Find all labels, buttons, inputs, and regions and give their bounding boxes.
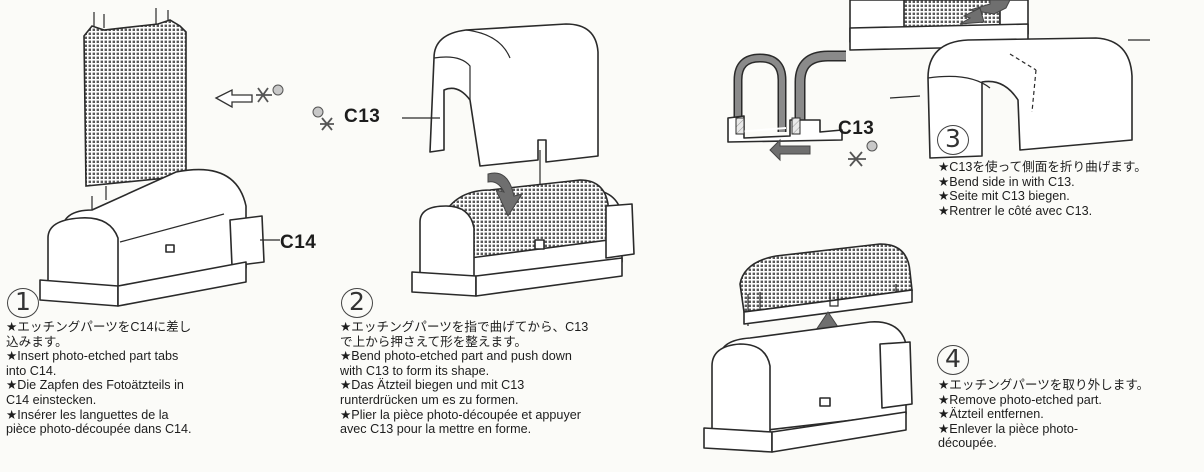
tweezers-icon-3	[848, 140, 878, 167]
step1-line: 込みます。	[6, 334, 68, 349]
step-number-2: 2	[341, 287, 373, 318]
label-c13-step3: C13	[838, 118, 875, 139]
step1-line: ★Die Zapfen des Fotoätzteils in	[6, 378, 184, 393]
step2-line: ★Das Ätzteil biegen und mit C13	[340, 378, 525, 393]
step2-line: avec C13 pour la mettre en forme.	[340, 422, 532, 437]
base-with-mesh	[411, 179, 635, 297]
step4-illustration	[703, 243, 913, 453]
step3-illustration	[727, 0, 1150, 167]
step4-line: ★Remove photo-etched part.	[938, 392, 1102, 407]
tweezers-icon-2	[312, 106, 334, 131]
step2-illustration	[312, 23, 635, 297]
step1-line: pièce photo-découpée dans C14.	[6, 422, 192, 437]
step2-line: ★Bend photo-etched part and push down	[340, 349, 572, 364]
step1-line: ★エッチングパーツをC14に差し	[6, 320, 192, 334]
step1-illustration: V V	[39, 8, 284, 307]
label-c13-step2: C13	[344, 106, 381, 127]
step2-line: runterdrücken um es zu formen.	[340, 392, 519, 407]
step3-line: ★C13を使って側面を折り曲げます。	[938, 160, 1147, 174]
part-c13-shell	[927, 37, 1150, 159]
photo-etched-sheet	[83, 8, 187, 200]
step-number-1: 1	[7, 287, 39, 318]
step3-line: ★Rentrer le côté avec C13.	[938, 203, 1093, 218]
step4-line: découpée.	[938, 436, 997, 451]
step1-line: C14 einstecken.	[6, 392, 97, 407]
step4-line: ★Enlever la pièce photo-	[938, 421, 1079, 436]
step-number-3: 3	[937, 124, 969, 155]
step2-line: ★Plier la pièce photo-découpée et appuye…	[340, 407, 581, 422]
step1-line: ★Insérer les languettes de la	[6, 407, 169, 422]
step3-line: ★Bend side in with C13.	[938, 174, 1075, 189]
part-c14	[39, 168, 280, 307]
step2-instructions: ★エッチングパーツを指で曲げてから、C13 で上から押さえて形を整えます。 ★B…	[340, 320, 588, 437]
base-step4	[703, 321, 913, 453]
step4-instructions: ★エッチングパーツを取り外します。 ★Remove photo-etched p…	[938, 378, 1149, 451]
part-c13-tool	[402, 23, 599, 167]
label-c14: C14	[280, 232, 317, 253]
curled-mesh-removed	[739, 243, 913, 326]
bend-detail	[727, 50, 921, 162]
step1-instructions: ★エッチングパーツをC14に差し 込みます。 ★Insert photo-etc…	[6, 320, 192, 437]
step3-line: ★Seite mit C13 biegen.	[938, 189, 1070, 204]
step2-line: ★エッチングパーツを指で曲げてから、C13	[340, 320, 589, 334]
insert-arrow	[214, 88, 253, 109]
step4-line: ★Ätzteil entfernen.	[938, 407, 1044, 422]
step1-line: ★Insert photo-etched part tabs	[6, 349, 179, 364]
tweezers-icon	[256, 84, 284, 103]
step2-line: with C13 to form its shape.	[340, 363, 490, 378]
step2-line: で上から押さえて形を整えます。	[340, 334, 528, 349]
step-number-4: 4	[937, 344, 969, 375]
step1-line: into C14.	[6, 363, 57, 378]
step4-line: ★エッチングパーツを取り外します。	[938, 378, 1150, 392]
step3-instructions: ★C13を使って側面を折り曲げます。 ★Bend side in with C1…	[938, 160, 1147, 218]
